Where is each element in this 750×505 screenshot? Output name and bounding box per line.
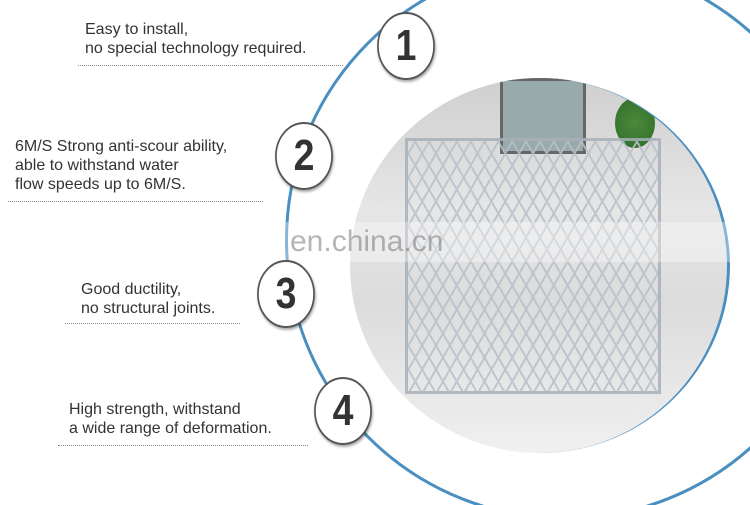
feature-3-line1: Good ductility, xyxy=(81,281,182,298)
feature-4-line2: a wide range of deformation. xyxy=(69,420,272,437)
feature-4-text: High strength, withstand a wide range of… xyxy=(69,400,272,438)
gabion-product-photo xyxy=(350,78,730,453)
watermark-band xyxy=(270,222,750,262)
gabion-mesh-box xyxy=(405,138,661,394)
feature-3-line2: no structural joints. xyxy=(81,300,216,317)
number-badge-1: 1 xyxy=(377,12,435,80)
number-badge-2: 2 xyxy=(275,122,333,190)
blue-arc xyxy=(285,0,750,505)
feature-2-text: 6M/S Strong anti-scour ability, able to … xyxy=(15,137,227,194)
divider-2 xyxy=(8,201,263,202)
divider-4 xyxy=(58,445,308,446)
feature-1-text: Easy to install, no special technology r… xyxy=(85,20,306,58)
feature-2-line1: 6M/S Strong anti-scour ability, xyxy=(15,138,228,155)
number-badge-3: 3 xyxy=(257,260,315,328)
feature-1-line2: no special technology required. xyxy=(85,40,307,57)
feature-2-line3: flow speeds up to 6M/S. xyxy=(15,176,186,193)
divider-3 xyxy=(65,323,240,324)
watermark: en.china.cn xyxy=(290,225,444,258)
feature-4-line1: High strength, withstand xyxy=(69,401,241,418)
feature-1-line1: Easy to install, xyxy=(85,21,189,38)
number-badge-4: 4 xyxy=(314,377,372,445)
feature-3-text: Good ductility, no structural joints. xyxy=(81,280,215,318)
feature-2-line2: able to withstand water xyxy=(15,157,179,174)
divider-1 xyxy=(78,65,343,66)
